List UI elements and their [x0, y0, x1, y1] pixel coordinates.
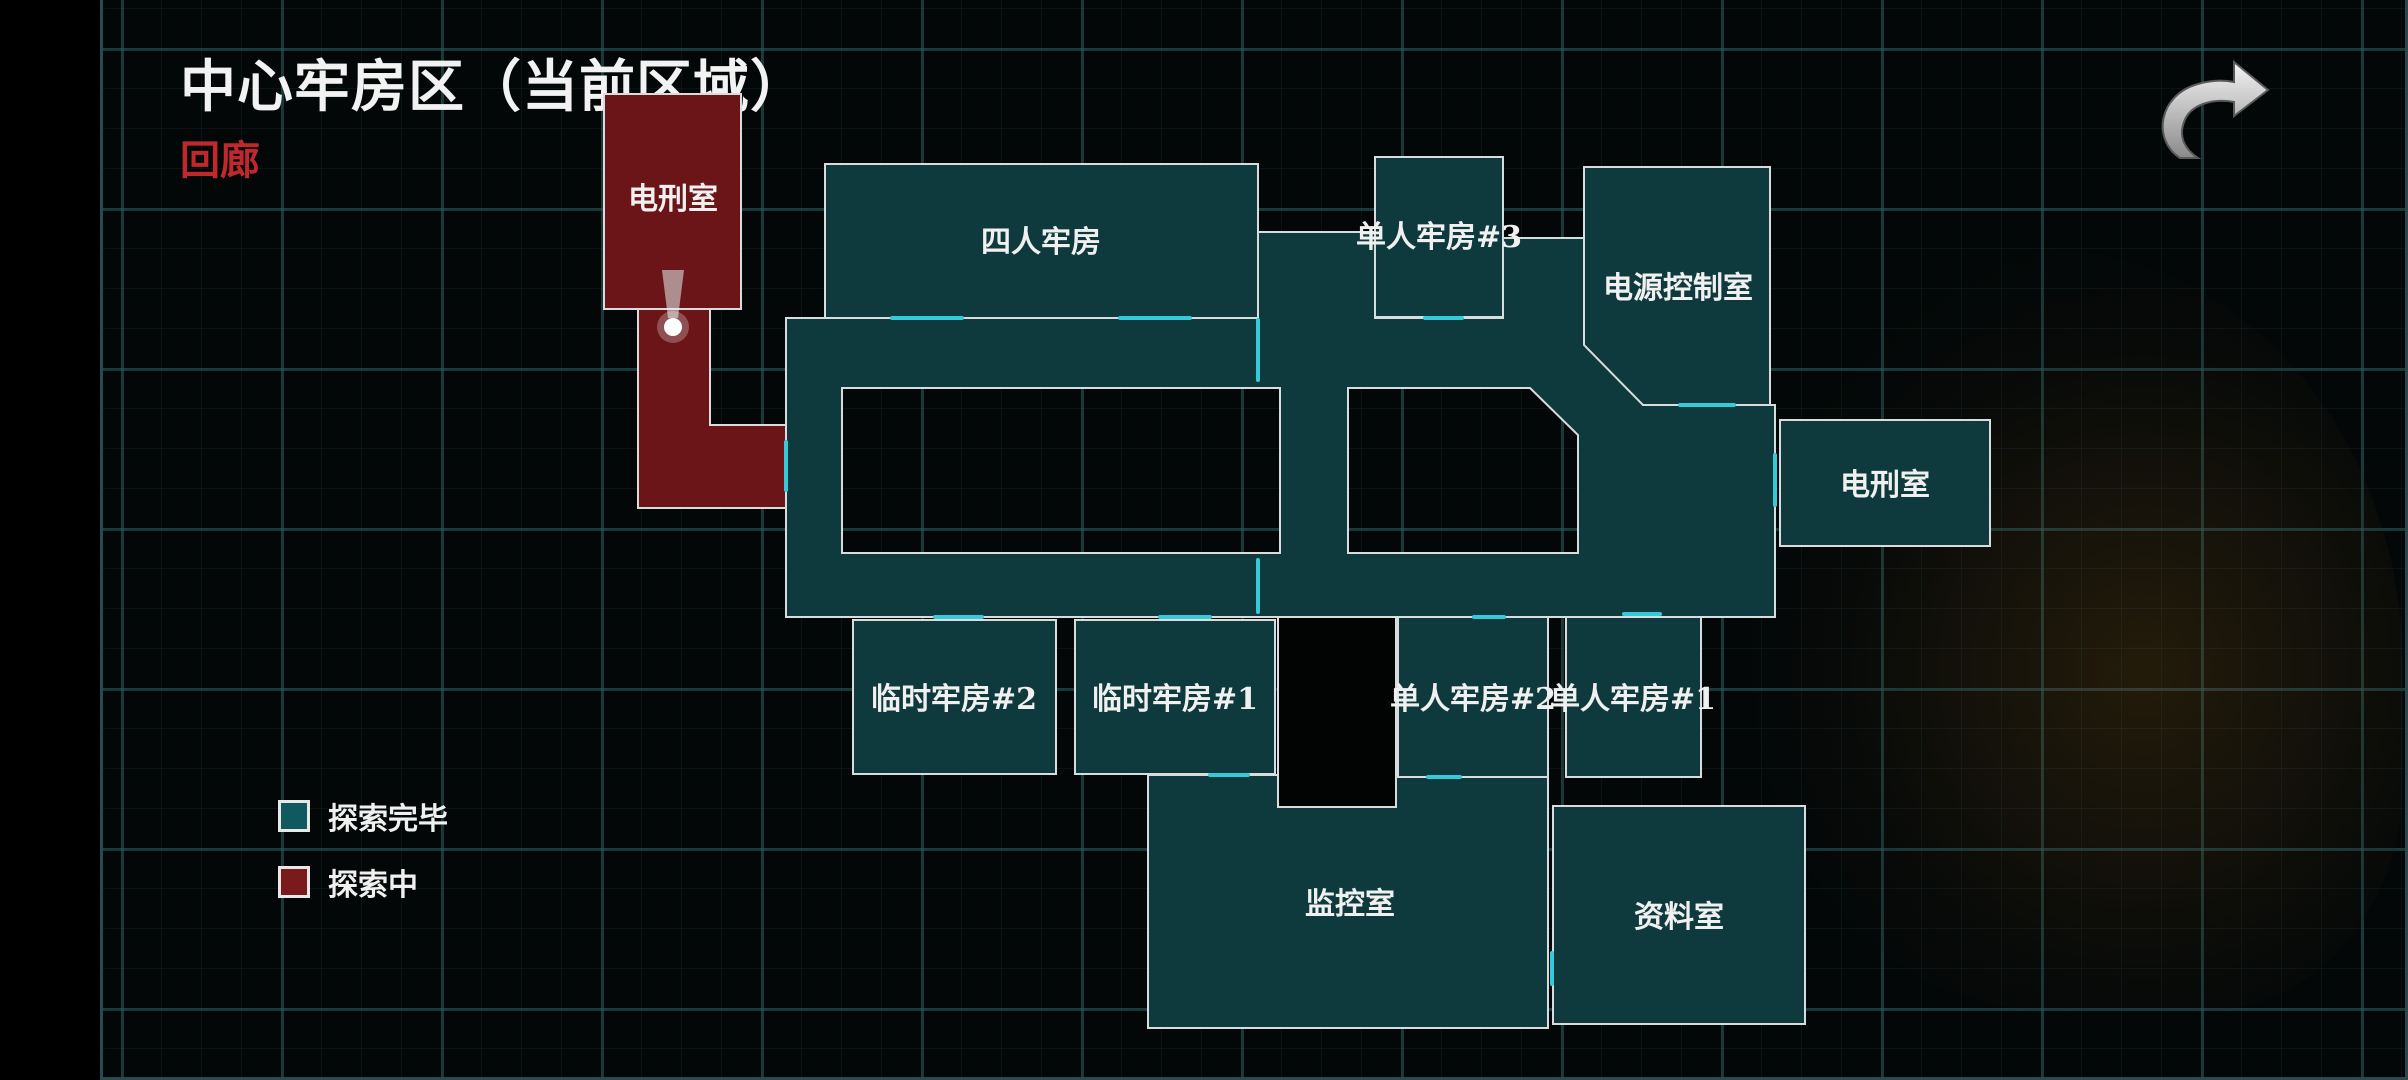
room-four-person-cell[interactable]: 四人牢房	[824, 163, 1259, 319]
legend-label-explored: 探索完毕	[328, 802, 448, 837]
map-legend: 探索完毕 探索中	[278, 796, 448, 928]
room-label-monitor: 监控室	[1305, 887, 1395, 922]
room-label-single-cell-2: 单人牢房#2	[1390, 682, 1556, 717]
background-silhouette	[1753, 250, 2403, 1010]
room-label-temp-cell-1: 临时牢房#1	[1092, 682, 1258, 717]
legend-item-exploring: 探索中	[278, 862, 448, 903]
room-records[interactable]: 资料室	[1552, 805, 1806, 1025]
room-label-shock-room-top: 电刑室	[628, 182, 718, 217]
doors	[784, 316, 1777, 986]
room-temp-cell-2[interactable]: 临时牢房#2	[852, 619, 1057, 775]
player-position-marker	[657, 270, 689, 343]
corridor-main-ring[interactable]	[785, 231, 1776, 618]
legend-swatch-explored	[278, 800, 310, 832]
room-shock-room-right[interactable]: 电刑室	[1779, 419, 1991, 547]
unexplored-passage	[1277, 616, 1397, 808]
corridor-red[interactable]	[637, 308, 787, 509]
room-label-temp-cell-2: 临时牢房#2	[871, 682, 1037, 717]
legend-label-exploring: 探索中	[328, 868, 418, 903]
room-monitor[interactable]: 监控室	[1147, 774, 1549, 1029]
room-label-single-cell-1: 单人牢房#1	[1550, 682, 1716, 717]
legend-item-explored: 探索完毕	[278, 796, 448, 837]
room-single-cell-3[interactable]: 单人牢房#3	[1356, 156, 1522, 318]
back-button[interactable]	[2150, 40, 2280, 170]
room-temp-cell-1[interactable]: 临时牢房#1	[1074, 619, 1276, 775]
curved-arrow-back-icon	[2161, 59, 2270, 159]
room-label-power-control: 电源控制室	[1603, 271, 1753, 306]
current-location-label: 回廊	[180, 137, 260, 184]
room-power-control[interactable]: 电源控制室	[1583, 166, 1771, 406]
room-single-cell-2[interactable]: 单人牢房#2	[1390, 616, 1556, 778]
room-single-cell-1[interactable]: 单人牢房#1	[1550, 616, 1716, 778]
room-label-shock-room-right: 电刑室	[1840, 468, 1930, 503]
room-label-four-person-cell: 四人牢房	[981, 225, 1101, 260]
room-label-records: 资料室	[1634, 900, 1724, 935]
room-label-single-cell-3: 单人牢房#3	[1356, 220, 1522, 255]
legend-swatch-exploring	[278, 866, 310, 898]
